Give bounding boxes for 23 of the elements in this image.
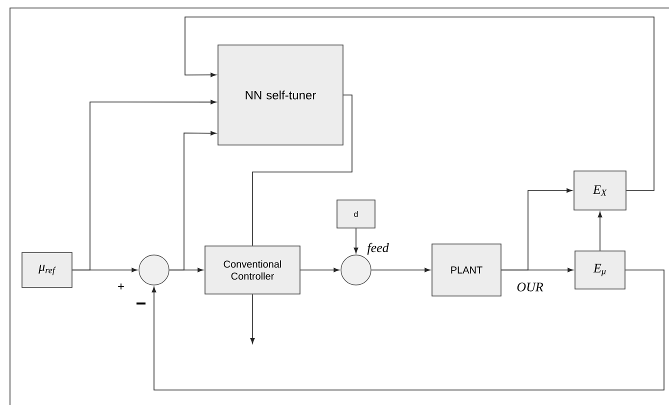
arrow <box>168 131 216 270</box>
process-box: E$_{μ}$ <box>574 250 626 290</box>
process-box: E$_{X}$ <box>574 170 626 210</box>
arrow <box>250 294 255 344</box>
edge-label: feed <box>367 242 389 255</box>
process-box: Conventional Controller <box>204 246 300 294</box>
arrow <box>184 16 654 191</box>
arrow <box>72 100 216 270</box>
edge-label: OUR <box>517 282 544 292</box>
summing-junction <box>340 254 372 286</box>
process-box: PLANT <box>432 244 502 296</box>
arrow <box>501 188 572 270</box>
arrow <box>354 228 358 254</box>
input-box: d <box>336 200 376 228</box>
summing-junction <box>138 254 170 286</box>
arrow <box>300 268 340 272</box>
plus-sign: + <box>118 284 124 290</box>
process-box: NN self-tuner <box>218 44 344 146</box>
minus-sign: − <box>136 302 146 304</box>
input-box: μ$_{ref}$ <box>22 252 72 288</box>
arrow <box>152 270 664 390</box>
arrow <box>370 268 430 272</box>
arrow <box>598 212 602 251</box>
